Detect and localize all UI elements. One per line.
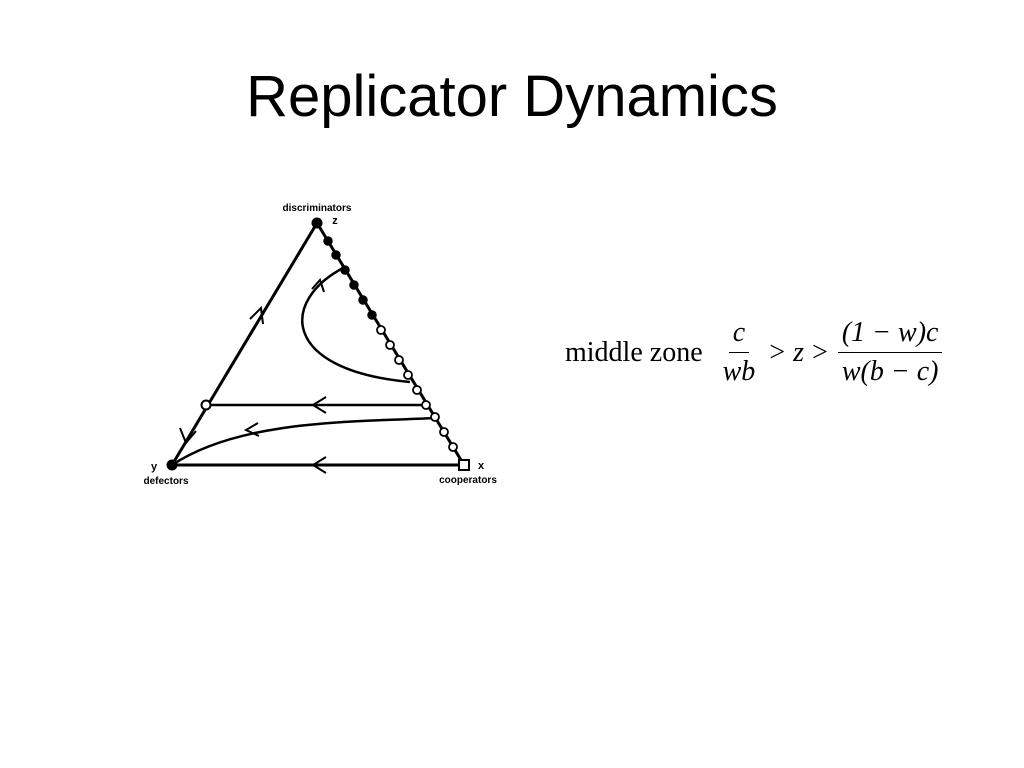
- vertex-cooperators-point: [458, 459, 470, 471]
- flow-arrow-left-edge-up: [249, 305, 264, 325]
- left-edge-unstable-point: [200, 399, 212, 411]
- edge-defectors-discriminators: [170, 222, 319, 466]
- fraction-upper-numerator: (1 − w)c: [837, 317, 943, 353]
- equilibria-filled: [323, 236, 377, 320]
- fraction-lower-bound: c wb: [719, 317, 760, 388]
- label-defectors: defectors: [143, 476, 188, 487]
- slide-title: Replicator Dynamics: [246, 64, 778, 129]
- flow-arrow-left-edge-down: [179, 427, 197, 445]
- label-z: z: [332, 215, 338, 227]
- label-x: x: [478, 460, 485, 472]
- trajectory-lower-curve: [171, 416, 437, 467]
- fraction-upper-denominator: w(b − c): [841, 356, 939, 387]
- replicator-simplex-diagram: discriminators z y defectors x cooperato…: [130, 195, 520, 495]
- trajectory-loop-curve: [301, 265, 411, 384]
- fraction-lower-numerator: c: [728, 317, 750, 353]
- middle-zone-label: middle zone: [565, 336, 703, 368]
- flow-arrow-lower-curve: [243, 422, 260, 437]
- greater-than-sign-2: >: [812, 336, 828, 368]
- flow-arrow-loop: [311, 278, 325, 293]
- equilibria-open: [376, 325, 458, 452]
- label-y: y: [151, 461, 158, 473]
- flow-arrow-bottom-edge: [311, 456, 327, 474]
- flow-arrow-horizontal: [311, 396, 327, 414]
- middle-zone-formula: middle zone c wb > z > (1 − w)c w(b − c): [565, 305, 946, 400]
- vertex-discriminators-point: [311, 217, 323, 229]
- variable-z: z: [793, 336, 805, 368]
- vertex-defectors-point: [166, 459, 178, 471]
- label-discriminators: discriminators: [283, 203, 352, 214]
- fraction-lower-denominator: wb: [722, 356, 756, 387]
- fraction-upper-bound: (1 − w)c w(b − c): [837, 317, 943, 388]
- simplex-svg: discriminators z y defectors x cooperato…: [143, 203, 497, 487]
- label-cooperators: cooperators: [439, 475, 497, 486]
- greater-than-sign-1: >: [769, 336, 786, 368]
